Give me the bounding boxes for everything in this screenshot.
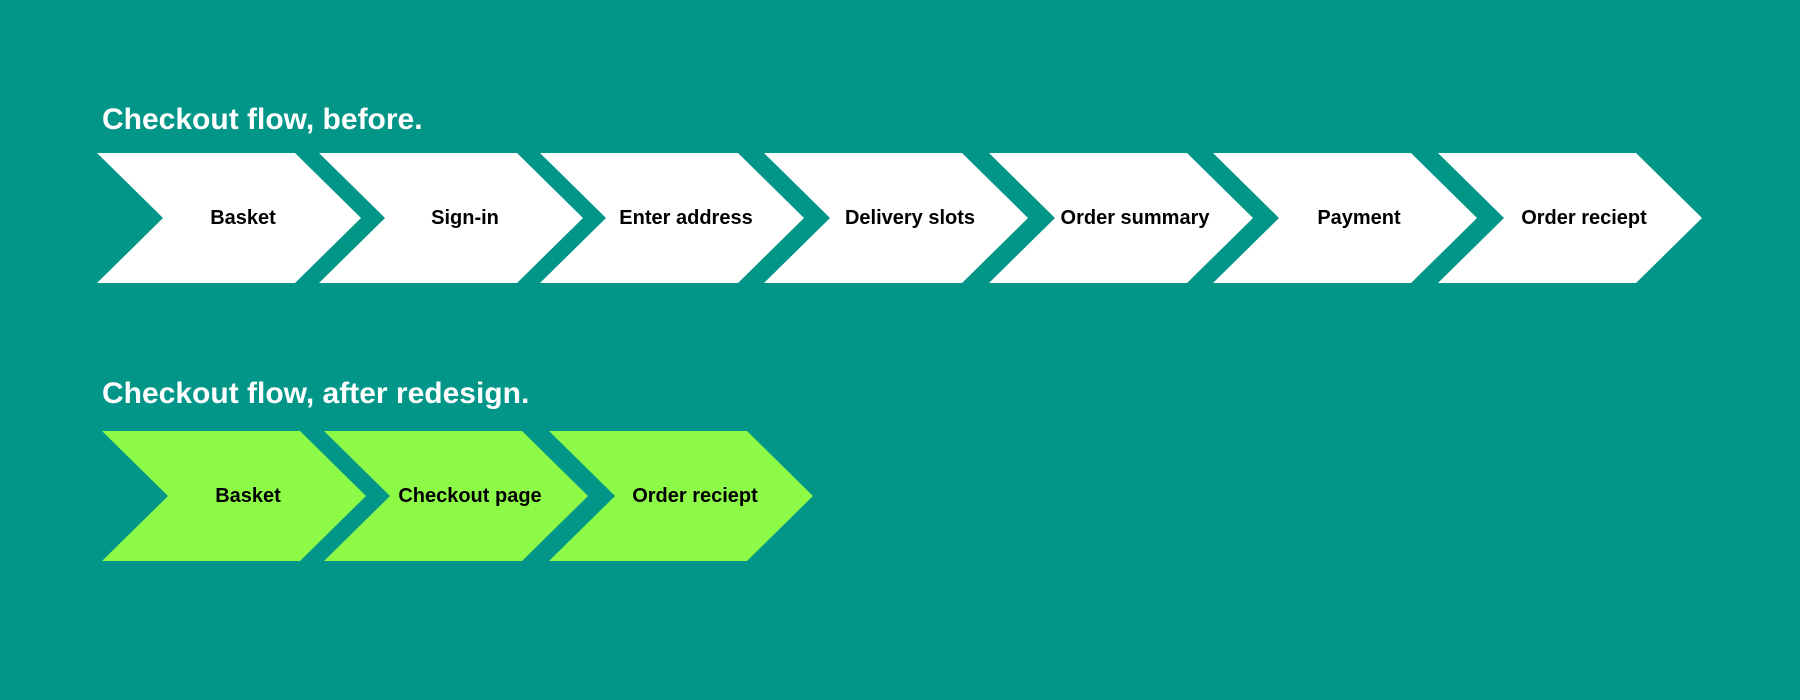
before-flow-title: Checkout flow, before.: [102, 103, 423, 136]
before-step-label: Enter address: [619, 206, 753, 229]
before-step-label: Order reciept: [1521, 206, 1647, 229]
after-step-checkout-page: Checkout page: [324, 431, 588, 561]
after-flow: Basket Checkout page Order reciept: [0, 431, 1800, 562]
before-step-basket: Basket: [97, 153, 361, 283]
after-step-label: Order reciept: [632, 484, 758, 507]
before-step-order-reciept: Order reciept: [1438, 153, 1702, 283]
before-step-order-summary: Order summary: [989, 153, 1253, 283]
before-step-label: Payment: [1317, 206, 1401, 229]
before-step-label: Basket: [210, 206, 276, 229]
after-flow-title: Checkout flow, after redesign.: [102, 377, 530, 410]
before-flow: Basket Sign-in Enter address Delivery sl…: [0, 153, 1800, 284]
before-step-label: Delivery slots: [844, 206, 976, 229]
before-step-label: Order summary: [1060, 206, 1210, 229]
after-step-label: Basket: [215, 484, 281, 507]
after-step-order-reciept: Order reciept: [549, 431, 813, 561]
before-step-label: Sign-in: [431, 206, 499, 229]
after-step-basket: Basket: [102, 431, 366, 561]
after-step-label: Checkout page: [398, 484, 542, 507]
